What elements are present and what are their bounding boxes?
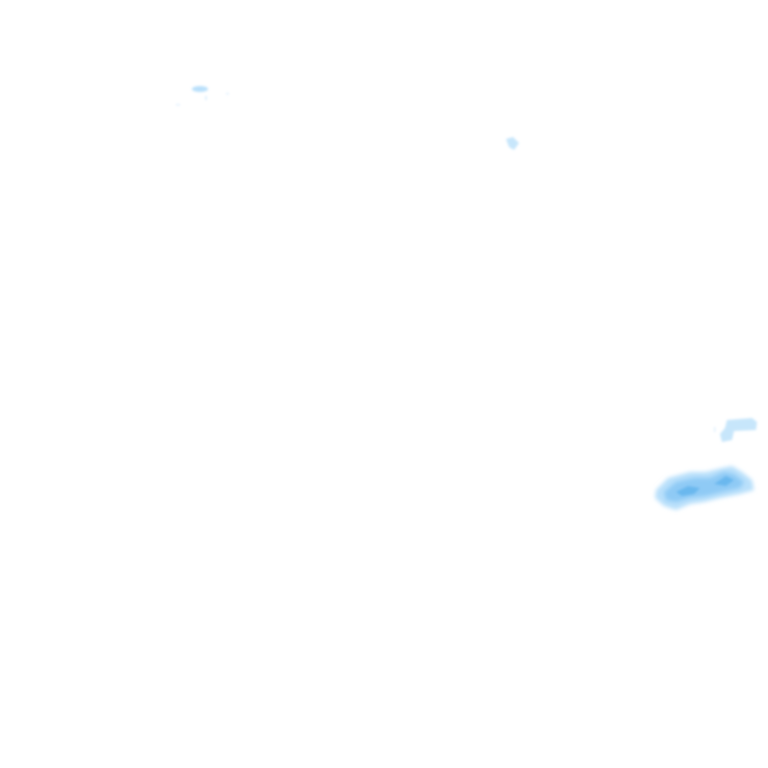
echo-cell <box>720 418 757 442</box>
echo-cell <box>226 93 229 95</box>
echo-east-main-band <box>655 466 754 510</box>
echo-northwest-speck <box>176 86 229 106</box>
echo-band-peak <box>714 476 734 486</box>
echo-cell <box>205 96 207 100</box>
echo-east-hook <box>714 418 757 442</box>
echo-north-center-speck <box>506 137 519 150</box>
echo-cell <box>176 104 180 106</box>
echo-cell <box>714 427 716 432</box>
echo-band-peak <box>676 486 700 496</box>
echo-cell <box>506 137 519 150</box>
echo-cell <box>192 86 208 92</box>
